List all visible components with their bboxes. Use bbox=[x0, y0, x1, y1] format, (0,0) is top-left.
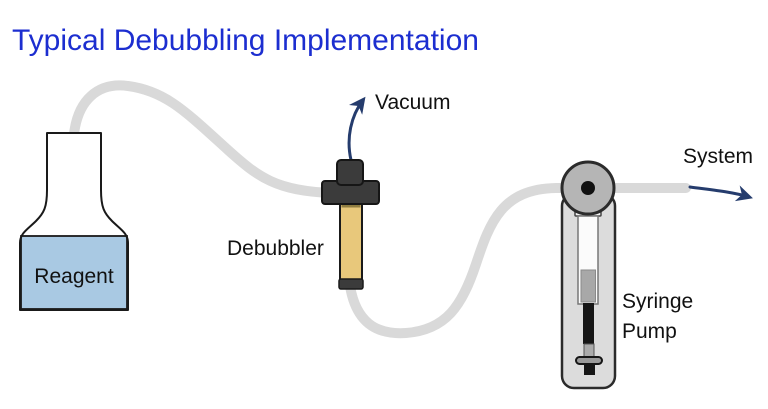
tube-bottle-to-debubbler bbox=[69, 80, 337, 198]
reagent-label: Reagent bbox=[34, 265, 114, 288]
rod-tip bbox=[584, 363, 595, 375]
syringe-plunger bbox=[580, 269, 596, 303]
pump-wheel-hub bbox=[581, 181, 595, 195]
vacuum-arrow bbox=[347, 96, 366, 162]
debubbler-knob bbox=[336, 159, 364, 186]
reagent-liquid bbox=[20, 235, 128, 310]
debubbler-bottom-cap bbox=[338, 278, 364, 290]
debubbler-label: Debubbler bbox=[227, 237, 324, 260]
system-label: System bbox=[683, 145, 754, 168]
page-title: Typical Debubbling Implementation bbox=[12, 24, 479, 57]
rod-collar bbox=[583, 343, 595, 358]
syringe-pump-label: Syringe Pump bbox=[622, 290, 694, 343]
vacuum-label: Vacuum bbox=[375, 91, 451, 114]
plunger-rod bbox=[583, 303, 594, 344]
rod-flange bbox=[575, 356, 603, 365]
reagent-bottle-outline bbox=[19, 132, 129, 311]
tube-debubbler-to-pump bbox=[345, 183, 691, 339]
system-arrow bbox=[688, 185, 753, 202]
debubbler-column bbox=[339, 199, 363, 289]
